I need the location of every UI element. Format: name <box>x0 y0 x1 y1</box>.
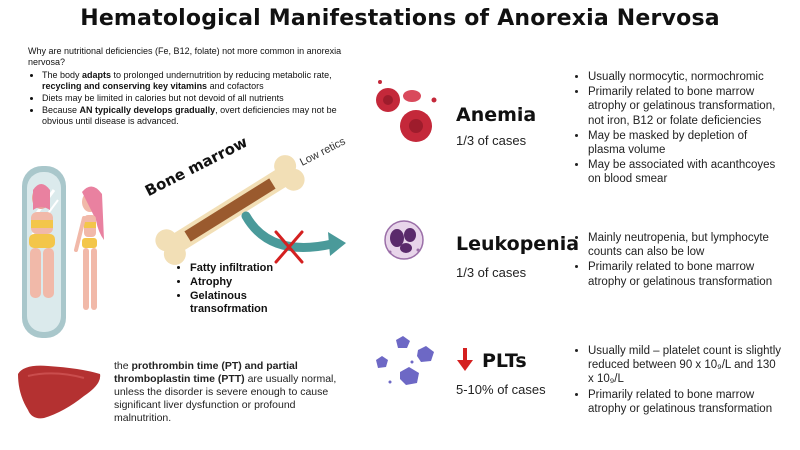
intro-bullet: Diets may be limited in calories but not… <box>42 93 358 104</box>
anemia-bullet: May be masked by depletion of plasma vol… <box>588 129 784 157</box>
bone-illustration <box>155 155 305 265</box>
intro-list: The body adapts to prolonged undernutrit… <box>28 70 358 127</box>
bm-bullet: Gelatinous transofrmation <box>190 290 290 316</box>
leukopenia-details: Mainly neutropenia, but lymphocyte count… <box>574 231 784 290</box>
bm-bullet: Fatty infiltration <box>190 262 280 275</box>
intro-question: Why are nutritional deficiencies (Fe, B1… <box>28 46 342 67</box>
bm-bullet: Atrophy <box>190 276 290 289</box>
bone-marrow-findings: Fatty infiltration Atrophy Gelatinous tr… <box>176 262 290 317</box>
leukopenia-bullet: Primarily related to bone marrow atrophy… <box>588 260 784 288</box>
anemia-bullet: Usually normocytic, normochromic <box>588 70 784 84</box>
arrow-head <box>328 232 346 256</box>
plts-bullet: Primarily related to bone marrow atrophy… <box>588 388 784 416</box>
anemia-details: Usually normocytic, normochromic Primari… <box>574 70 784 188</box>
page-title: Hematological Manifestations of Anorexia… <box>80 6 720 31</box>
plts-title: PLTs <box>482 350 527 372</box>
white-blood-cell-icon <box>384 220 424 260</box>
marrow-cavity <box>184 178 276 242</box>
intro-bullet: Because AN typically develops gradually,… <box>42 105 358 127</box>
plts-details: Usually mild – platelet count is slightl… <box>574 344 784 417</box>
liver-icon <box>18 365 101 419</box>
intro-bullet: The body adapts to prolonged undernutrit… <box>42 70 358 92</box>
anemia-count: 1/3 of cases <box>456 133 527 148</box>
leukopenia-title: Leukopenia <box>456 233 580 255</box>
red-blood-cells-icon <box>376 80 437 142</box>
anemia-bullet: May be associated with acanthcoyes on bl… <box>588 158 784 186</box>
plts-bullet: Usually mild – platelet count is slightl… <box>588 344 784 387</box>
platelets-icon <box>376 336 434 385</box>
anemia-bullet: Primarily related to bone marrow atrophy… <box>588 85 784 128</box>
leukopenia-bullet: Mainly neutropenia, but lymphocyte count… <box>588 231 784 259</box>
arrow-down-icon <box>457 348 473 371</box>
anemia-title: Anemia <box>456 104 537 126</box>
mirror-woman-illustration <box>22 166 104 338</box>
curved-arrow <box>241 211 346 264</box>
intro-block: Why are nutritional deficiencies (Fe, B1… <box>28 46 358 128</box>
coagulation-note: the prothrombin time (PT) and partial th… <box>114 360 337 424</box>
plts-count: 5-10% of cases <box>456 382 546 397</box>
cross-icon <box>274 230 304 264</box>
leukopenia-count: 1/3 of cases <box>456 265 527 280</box>
